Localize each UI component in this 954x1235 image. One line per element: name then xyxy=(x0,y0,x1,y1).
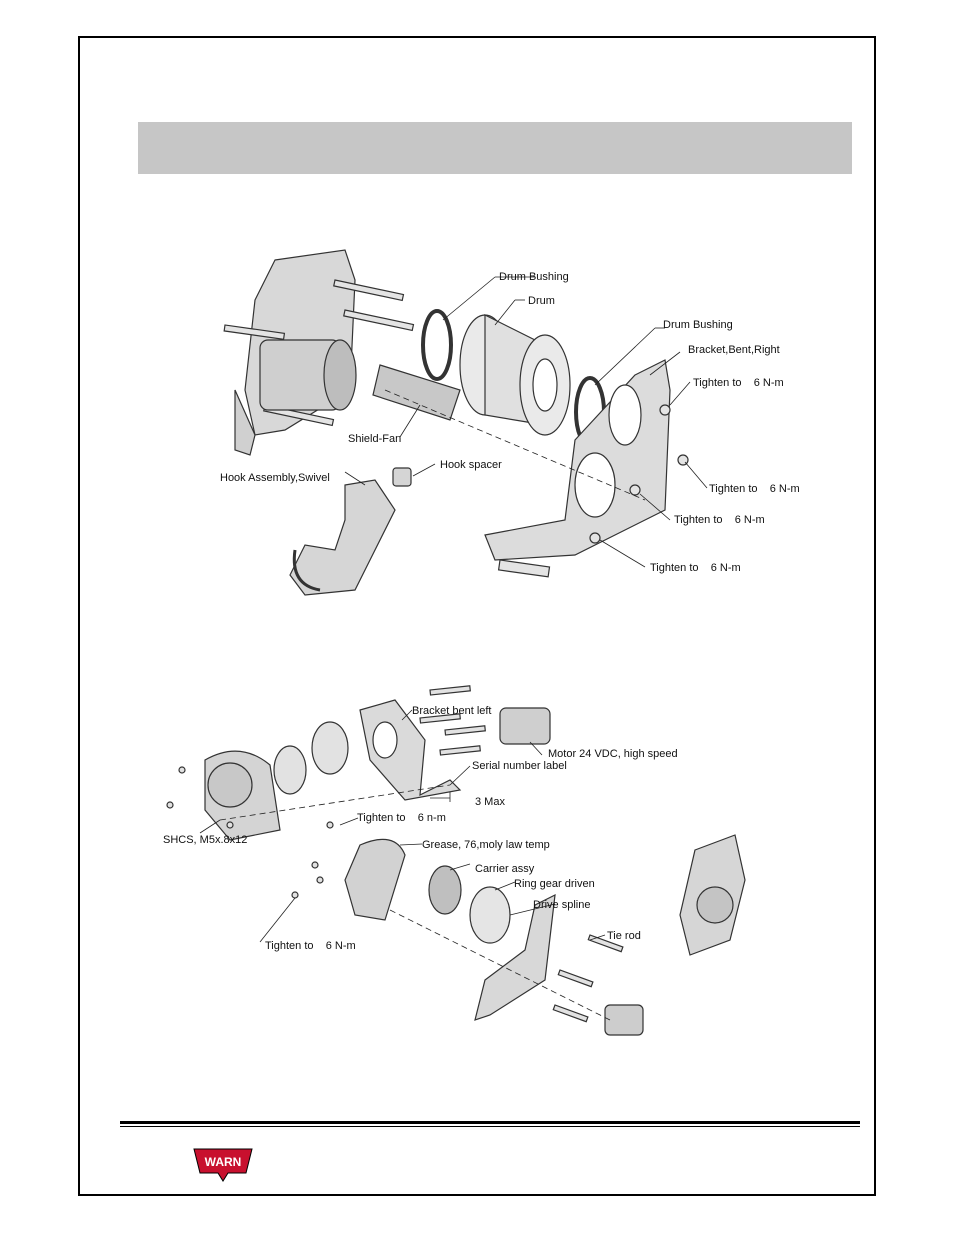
label-bracket-left: Bracket bent left xyxy=(412,705,492,717)
logo-text: WARN xyxy=(205,1155,242,1169)
label-shield-fan: Shield-Fan xyxy=(348,433,401,445)
label-drive-spline: Drive spline xyxy=(533,899,590,911)
label-bracket-right: Bracket,Bent,Right xyxy=(688,344,780,356)
warn-logo: WARN xyxy=(192,1147,254,1183)
label-tie-rod: Tie rod xyxy=(607,930,641,942)
label-drum-bushing-1: Drum Bushing xyxy=(499,271,569,283)
label-tighten-b: Tighten to 6 N-m xyxy=(265,940,356,952)
label-drum: Drum xyxy=(528,295,555,307)
label-hook-assembly: Hook Assembly,Swivel xyxy=(220,472,330,484)
label-hook-spacer: Hook spacer xyxy=(440,459,502,471)
page-border xyxy=(78,36,876,1196)
label-grease: Grease, 76,moly law temp xyxy=(422,839,550,851)
label-max: 3 Max xyxy=(475,796,505,808)
label-carrier: Carrier assy xyxy=(475,863,535,875)
label-tighten-2: Tighten to 6 N-m xyxy=(709,483,800,495)
label-motor: Motor 24 VDC, high speed xyxy=(548,748,678,760)
exploded-view-gear-assembly: Bracket bent left Motor 24 VDC, high spe… xyxy=(150,680,810,1065)
label-serial-number: Serial number label xyxy=(472,760,567,772)
label-tighten-1: Tighten to 6 N-m xyxy=(693,377,784,389)
label-tighten-a: Tighten to 6 n-m xyxy=(357,812,446,824)
header-bar xyxy=(138,122,852,174)
footer-rule xyxy=(120,1121,860,1127)
label-ring-gear: Ring gear driven xyxy=(514,878,595,890)
label-shcs: SHCS, M5x.8x12 xyxy=(163,834,247,846)
label-drum-bushing-2: Drum Bushing xyxy=(663,319,733,331)
label-tighten-3: Tighten to 6 N-m xyxy=(674,514,765,526)
exploded-view-drum-assembly: Drum Bushing Drum Drum Bushing Bracket,B… xyxy=(195,240,805,610)
label-tighten-4: Tighten to 6 N-m xyxy=(650,562,741,574)
